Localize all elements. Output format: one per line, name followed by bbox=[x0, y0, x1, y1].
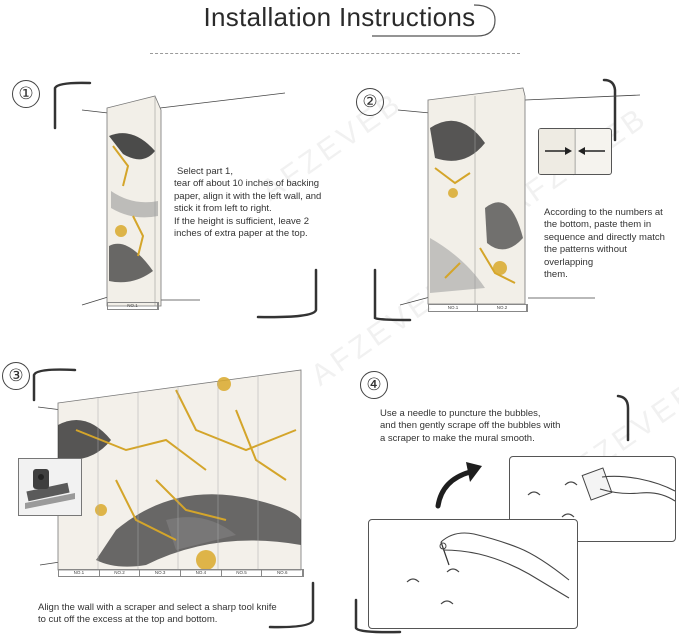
panel-label: NO.1 bbox=[59, 570, 100, 576]
step-1-number: ① bbox=[12, 80, 40, 108]
align-arrows-icon bbox=[539, 129, 605, 174]
caption-line: a scraper to make the mural smooth. bbox=[380, 432, 535, 444]
panel-label: NO.3 bbox=[140, 570, 182, 576]
step-2-marble-panels bbox=[427, 87, 526, 305]
caption-line: stick it from left to right. bbox=[174, 203, 272, 215]
panel-label: NO.2 bbox=[100, 570, 141, 576]
title-divider bbox=[150, 53, 520, 54]
step-2-seam-zoom bbox=[538, 128, 612, 175]
caption-line: Select part 1, bbox=[177, 166, 233, 177]
step-3-number: ③ bbox=[2, 362, 30, 390]
caption-line: the patterns without overlapping bbox=[544, 244, 627, 268]
panel-label: NO.6 bbox=[262, 570, 304, 576]
caption-line: to cut off the excess at the top and bot… bbox=[38, 614, 218, 626]
step-4-caption: Use a needle to puncture the bubbles, an… bbox=[380, 408, 620, 445]
step-4-needle-card bbox=[368, 519, 578, 629]
caption-line: If the height is sufficient, leave 2 bbox=[174, 215, 310, 227]
panel-label: NO.2 bbox=[478, 305, 527, 311]
step-4-number: ④ bbox=[360, 371, 388, 399]
caption-line: According to the numbers at bbox=[544, 207, 663, 218]
panel-label: NO.1 bbox=[429, 305, 478, 311]
step-3-scraper-inset bbox=[18, 458, 82, 516]
caption-line: Align the wall with a scraper and select… bbox=[38, 602, 277, 613]
panel-label: NO.5 bbox=[222, 570, 263, 576]
curved-arrow-icon bbox=[435, 462, 482, 509]
caption-line: paper, align it with the left wall, and bbox=[174, 190, 322, 202]
step-3-caption: Align the wall with a scraper and select… bbox=[38, 602, 338, 627]
scraper-knife-icon bbox=[25, 469, 75, 509]
caption-line: Use a needle to puncture the bubbles, bbox=[380, 408, 541, 419]
caption-line: the bottom, paste them in bbox=[544, 219, 652, 231]
page-title: Installation Instructions bbox=[203, 2, 476, 32]
step-2-label-strip: NO.1 NO.2 bbox=[428, 304, 528, 312]
panel-label: NO.1 bbox=[108, 303, 158, 309]
step-1-label-strip: NO.1 bbox=[107, 302, 159, 310]
step-2-caption: According to the numbers at the bottom, … bbox=[544, 207, 674, 281]
step-1-caption: Select part 1, tear off about 10 inches … bbox=[174, 166, 334, 240]
hand-scraper-icon bbox=[527, 467, 676, 518]
title-arc-decoration bbox=[372, 4, 496, 37]
step-3-marble-mural bbox=[57, 369, 302, 571]
step-3-label-strip: NO.1 NO.2 NO.3 NO.4 NO.5 NO.6 bbox=[58, 569, 304, 577]
caption-line: them. bbox=[544, 269, 568, 281]
caption-line: inches of extra paper at the top. bbox=[174, 228, 308, 240]
step-1-marble-panel bbox=[106, 95, 162, 307]
caption-line: and then gently scrape off the bubbles w… bbox=[380, 420, 561, 432]
caption-line: sequence and directly match bbox=[544, 231, 665, 243]
hand-needle-icon bbox=[406, 532, 570, 605]
panel-label: NO.4 bbox=[181, 570, 222, 576]
caption-line: tear off about 10 inches of backing bbox=[174, 178, 320, 190]
step-2-number: ② bbox=[356, 88, 384, 116]
